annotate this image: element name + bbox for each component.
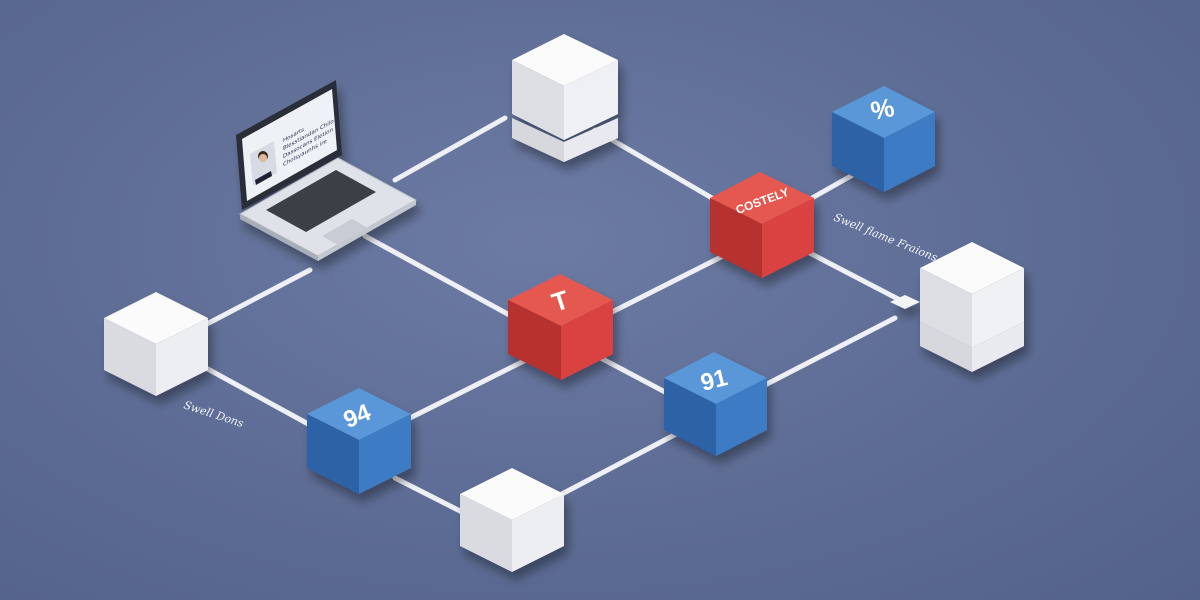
block-red-costely: COSTELY <box>710 172 814 278</box>
block-bottom-white <box>460 468 564 572</box>
connector-center-red <box>609 247 738 315</box>
block-right-white <box>890 242 1024 372</box>
connector-blue-bottom <box>392 475 465 515</box>
connector-blue-center <box>407 355 533 421</box>
block-blue-94: 94 <box>307 388 411 494</box>
laptop-base-edge-right <box>318 200 416 261</box>
connector-center-blueright <box>592 352 668 395</box>
connector-topwhite-red <box>592 127 715 201</box>
laptop-icon: Hosarts Blesstiandan Chilo Dassocans Ele… <box>236 80 418 261</box>
laptop-base-edge <box>240 214 318 261</box>
block-center-red: T <box>508 274 613 380</box>
block-left-white <box>104 292 208 396</box>
block-top-white <box>512 34 618 162</box>
connector-bottom-blueright <box>557 429 683 498</box>
connectors <box>192 115 903 515</box>
connector-blueright-rightwhite <box>762 315 898 388</box>
connector-leftwhite-blue <box>192 359 313 428</box>
block-blue-91-label: 91 <box>698 364 730 397</box>
connector-leftwhite-up <box>202 267 313 328</box>
caption-left: Swell Dons <box>182 398 245 430</box>
connector-red-blue <box>809 169 861 201</box>
connector-red-rightwhite <box>797 245 903 303</box>
laptop-trackpad <box>322 219 368 245</box>
connector-laptop-center <box>362 233 518 321</box>
laptop-keyboard <box>266 170 376 232</box>
caption-right: Swell flame Fraions <box>832 211 940 265</box>
block-blue-91: 91 <box>664 352 767 456</box>
connector-laptop-topwhite <box>392 115 508 183</box>
block-right-blue: % <box>832 86 935 192</box>
laptop-avatar <box>250 141 277 186</box>
